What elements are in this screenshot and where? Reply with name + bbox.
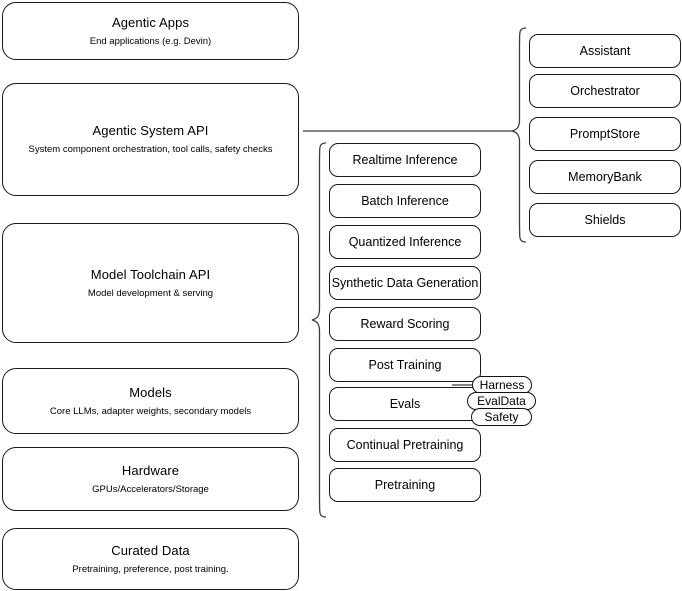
system-item-assistant[interactable]: Assistant [529,34,681,68]
eval-pill-safety[interactable]: Safety [471,408,532,426]
toolchain-item-post-training[interactable]: Post Training [329,348,481,382]
layer-title: Models [129,384,172,400]
layer-card-curated-data[interactable]: Curated Data Pretraining, preference, po… [2,528,299,590]
layer-card-model-toolchain-api[interactable]: Model Toolchain API Model development & … [2,223,299,343]
toolchain-item-reward-scoring[interactable]: Reward Scoring [329,307,481,341]
chip-label: MemoryBank [568,169,642,184]
chip-label: Assistant [579,43,631,58]
chip-label: PromptStore [569,126,641,141]
system-item-shields[interactable]: Shields [529,203,681,237]
chip-label: Continual Pretraining [346,437,464,452]
layer-title: Agentic Apps [111,14,190,30]
chip-label: Pretraining [374,477,436,492]
toolchain-item-quantized-inference[interactable]: Quantized Inference [329,225,481,259]
toolchain-item-pretraining[interactable]: Pretraining [329,468,481,502]
chip-label: Reward Scoring [360,316,450,331]
chip-label: Evals [389,396,421,411]
layer-subtitle: System component orchestration, tool cal… [28,144,273,155]
layer-title: Hardware [121,462,180,478]
layer-subtitle: Pretraining, preference, post training. [72,563,229,575]
chip-label: Synthetic Data Generation [331,275,479,290]
toolchain-item-synthetic-data-generation[interactable]: Synthetic Data Generation [329,266,481,300]
layer-subtitle: Model development & serving [87,287,214,299]
system-item-orchestrator[interactable]: Orchestrator [529,74,681,108]
layer-title: Model Toolchain API [90,266,211,282]
layer-card-agentic-system-api[interactable]: Agentic System API System component orch… [2,83,299,196]
toolchain-item-evals[interactable]: Evals [329,387,481,421]
layer-card-agentic-apps[interactable]: Agentic Apps End applications (e.g. Devi… [2,2,299,60]
chip-label: Batch Inference [361,193,449,208]
layer-subtitle: GPUs/Accelerators/Storage [92,483,209,495]
layer-subtitle: Core LLMs, adapter weights, secondary mo… [49,405,252,417]
eval-pill-evaldata[interactable]: EvalData [467,392,536,410]
chip-label: Quantized Inference [348,234,462,249]
toolchain-item-continual-pretraining[interactable]: Continual Pretraining [329,428,481,462]
middle-brace [311,142,327,518]
layer-card-hardware[interactable]: Hardware GPUs/Accelerators/Storage [2,447,299,511]
system-item-memorybank[interactable]: MemoryBank [529,160,681,194]
toolchain-item-realtime-inference[interactable]: Realtime Inference [329,143,481,177]
layer-card-models[interactable]: Models Core LLMs, adapter weights, secon… [2,368,299,434]
layer-subtitle: End applications (e.g. Devin) [89,35,212,47]
chip-label: Post Training [368,357,442,372]
toolchain-item-batch-inference[interactable]: Batch Inference [329,184,481,218]
chip-label: Realtime Inference [352,152,458,167]
chip-label: Orchestrator [570,83,640,98]
layer-title: Agentic System API [92,123,209,138]
system-item-promptstore[interactable]: PromptStore [529,117,681,151]
layer-title: Curated Data [111,542,190,558]
chip-label: Shields [584,212,626,227]
right-brace [511,27,527,243]
